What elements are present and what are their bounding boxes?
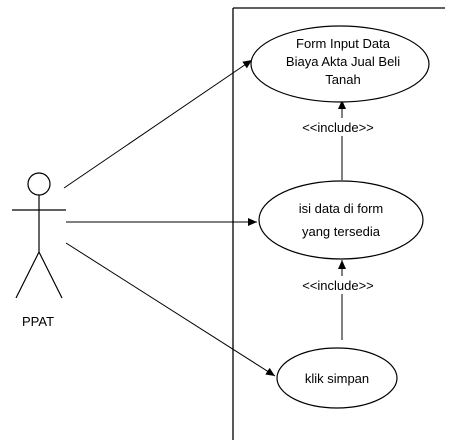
include-label-1: <<include>> [302,120,374,135]
actor-label: PPAT [22,314,54,329]
system-boundary [232,7,445,440]
use-case-klik-simpan: klik simpan [276,347,398,409]
use-case-form-input: Form Input Data Biaya Akta Jual Beli Tan… [250,25,430,103]
actor-head [27,172,51,196]
use-case-form-input-line-1: Form Input Data [296,36,391,51]
associations [63,59,276,377]
use-case-form-input-line-3: Tanah [325,72,360,87]
use-case-klik-simpan-label: klik simpan [305,371,369,386]
use-case-isi-data-line-2: yang tersedia [302,224,381,239]
association-form-input [63,59,253,189]
include-label-2: <<include>> [302,278,374,293]
include-relations: <<include>> <<include>> [280,100,396,340]
actor-right-leg [38,251,63,299]
association-klik-simpan [65,242,276,377]
use-case-isi-data: isi data di form yang tersedia [258,180,424,260]
actor-left-leg [15,251,40,299]
use-case-form-input-line-2: Biaya Akta Jual Beli [286,54,400,69]
actor-ppat: PPAT [12,172,66,329]
use-case-isi-data-line-1: isi data di form [299,201,384,216]
